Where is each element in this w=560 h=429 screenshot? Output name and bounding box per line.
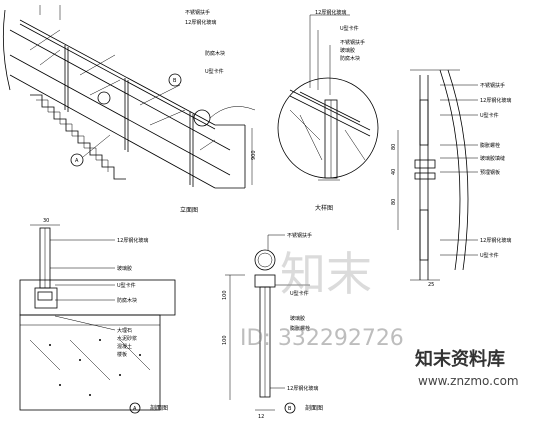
sec-b-label-1: U型卡件 xyxy=(290,290,309,297)
right-label-7: U型卡件 xyxy=(480,252,499,259)
callout-b-text: B xyxy=(173,78,177,84)
section-a-title: 剖面图 xyxy=(150,404,168,412)
sec-b-callout: B xyxy=(288,406,292,412)
right-dim-3: 80 xyxy=(391,199,397,205)
top-label-0: 不锈钢扶手 xyxy=(185,9,210,16)
detail-label-4: 防腐木块 xyxy=(340,55,360,62)
detail-label-0: 12厚钢化玻璃 xyxy=(315,9,346,16)
detail-label-3: 玻璃胶 xyxy=(340,47,355,54)
sec-b-label-2: 玻璃胶 xyxy=(290,315,305,322)
elev-height-dim: 900 xyxy=(251,150,257,160)
sec-a-label-5: 水泥砂浆 xyxy=(117,335,137,342)
watermark-id: ID: 332292726 xyxy=(240,326,404,351)
detail-label-1: U型卡件 xyxy=(340,25,359,32)
sec-a-label-3: 防腐木块 xyxy=(117,297,137,304)
sec-a-label-0: 12厚钢化玻璃 xyxy=(117,237,148,244)
sec-a-label-6: 混凝土 xyxy=(117,343,132,350)
right-label-1: 12厚钢化玻璃 xyxy=(480,97,511,104)
right-dim-1: 80 xyxy=(391,144,397,150)
watermark-site: www.znzmo.com xyxy=(418,374,519,388)
right-label-5: 预埋钢板 xyxy=(480,169,500,176)
sec-a-label-1: 玻璃胶 xyxy=(117,265,132,272)
callout-a-circle xyxy=(70,153,84,167)
right-label-4: 玻璃胶填缝 xyxy=(480,155,505,162)
detail-view: 12厚钢化玻璃 U型卡件 不锈钢扶手 玻璃胶 防腐木块 大样图 xyxy=(277,9,379,212)
top-label-1: 12厚钢化玻璃 xyxy=(185,19,216,26)
sec-a-label-4: 大理石 xyxy=(117,327,132,334)
detail-label-2: 不锈钢扶手 xyxy=(340,39,365,46)
detail-label-elev-1: 防腐木块 xyxy=(205,50,225,57)
watermark-brand: 知末资料库 xyxy=(415,348,505,370)
callout-b-circle xyxy=(168,73,182,87)
section-b-title: 剖面图 xyxy=(305,404,323,412)
sec-b-dim-1: 100 xyxy=(222,290,228,300)
section-b: 100 100 12 不锈钢扶手 U型卡件 玻璃胶 膨胀螺栓 12厚钢化玻璃 B… xyxy=(222,232,323,420)
right-label-6: 12厚钢化玻璃 xyxy=(480,237,511,244)
section-a: 30 12厚钢化玻璃 玻璃胶 U型卡件 防腐木块 大理石 水泥砂浆 混凝土 楼板 xyxy=(19,218,176,414)
right-label-0: 不锈钢扶手 xyxy=(480,82,505,89)
right-width-dim: 25 xyxy=(428,282,434,288)
right-section: 25 80 40 80 不锈钢扶手 12厚钢化玻璃 U型卡件 膨胀螺栓 玻璃胶填… xyxy=(391,69,511,288)
right-label-2: U型卡件 xyxy=(480,112,499,119)
watermark-big: 知末 xyxy=(280,247,372,301)
stair-elevation: 900 A B 不锈钢扶手 12厚钢化玻璃 防腐木块 U型卡件 立面图 xyxy=(2,5,257,214)
detail-label-elev-2: U型卡件 xyxy=(205,68,224,75)
callout-a-text: A xyxy=(75,158,79,164)
sec-b-width-dim: 12 xyxy=(258,414,264,420)
sec-b-label-3: 膨胀螺栓 xyxy=(290,325,310,332)
elevation-title: 立面图 xyxy=(180,206,198,214)
sec-a-callout: A xyxy=(133,406,137,412)
sec-a-label-2: U型卡件 xyxy=(117,282,136,289)
detail-title: 大样图 xyxy=(315,204,333,212)
right-label-3: 膨胀螺栓 xyxy=(480,142,500,149)
sec-b-label-4: 12厚钢化玻璃 xyxy=(287,385,318,392)
sec-a-width-dim: 30 xyxy=(43,218,49,224)
sec-b-label-0: 不锈钢扶手 xyxy=(287,232,312,239)
sec-a-label-7: 楼板 xyxy=(117,351,127,358)
right-dim-2: 40 xyxy=(391,169,397,175)
sec-b-dim-2: 100 xyxy=(222,335,228,345)
